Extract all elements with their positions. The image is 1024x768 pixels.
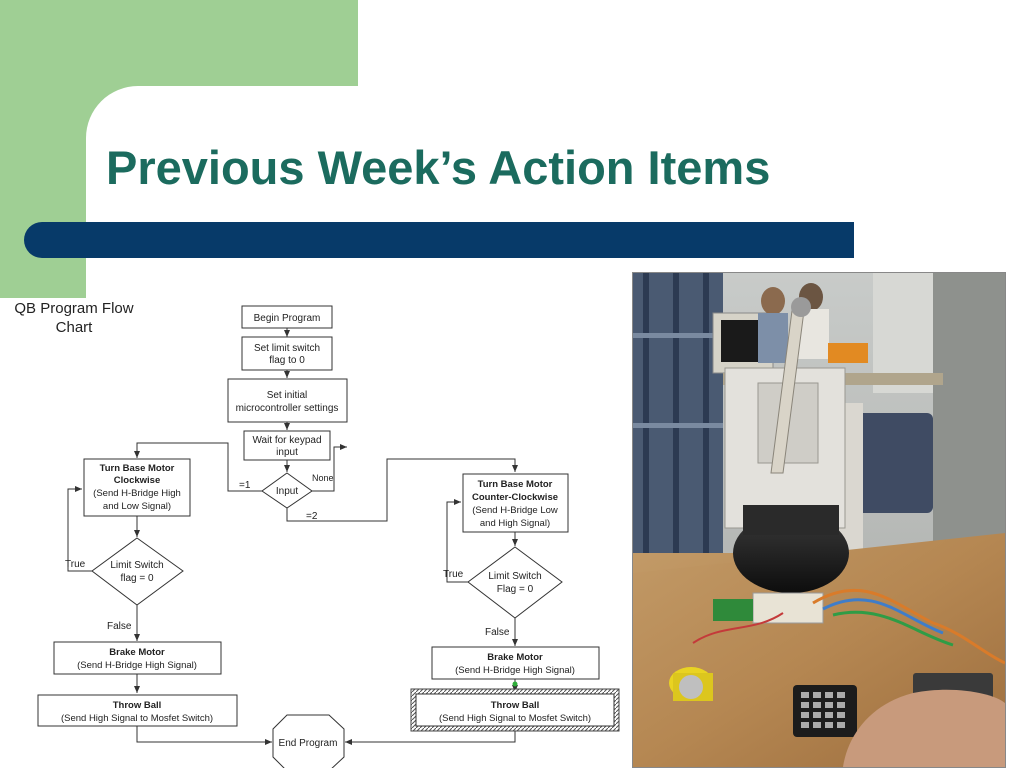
arrow-eq2-to-counterclockwise — [286, 458, 518, 522]
right-true-label: True — [443, 569, 464, 580]
right-limit-decision: Limit Switch Flag = 0 — [467, 546, 563, 619]
right-limit-line-1: Limit Switch — [488, 571, 541, 582]
right-turn-title-1: Turn Base Motor — [478, 479, 553, 490]
begin-program-node: Begin Program — [241, 305, 333, 329]
title-underline-bar — [24, 222, 854, 258]
left-brake-node: Brake Motor (Send H-Bridge High Signal) — [53, 641, 222, 675]
arrow-left-throw-to-end — [136, 726, 272, 745]
left-turn-motor-node: Turn Base Motor Clockwise (Send H-Bridge… — [83, 458, 191, 517]
input-text: Input — [276, 486, 298, 497]
right-brake-node: Brake Motor (Send H-Bridge High Signal) — [431, 646, 600, 680]
label-eq2: =2 — [306, 511, 318, 522]
arrow-right-true-loop — [446, 499, 468, 583]
slide-title: Previous Week’s Action Items — [106, 141, 771, 194]
label-none: None — [312, 473, 334, 483]
set-flag-line-2: flag to 0 — [269, 355, 305, 366]
left-turn-title-1: Turn Base Motor — [100, 463, 175, 474]
end-program-text: End Program — [279, 738, 338, 749]
init-settings-node: Set initial microcontroller settings — [227, 378, 348, 423]
right-throw-node: Throw Ball (Send High Signal to Mosfet S… — [410, 681, 620, 732]
left-turn-title-2: Clockwise — [114, 475, 160, 486]
right-limit-line-2: Flag = 0 — [497, 584, 534, 595]
set-flag-node: Set limit switch flag to 0 — [241, 336, 333, 371]
left-limit-line-2: flag = 0 — [120, 573, 154, 584]
begin-program-text: Begin Program — [254, 313, 321, 324]
arrow-eq1-to-clockwise — [134, 442, 262, 492]
left-throw-node: Throw Ball (Send High Signal to Mosfet S… — [37, 694, 238, 727]
right-throw-title: Throw Ball — [491, 700, 540, 711]
right-brake-title: Brake Motor — [487, 652, 543, 663]
right-false-label: False — [485, 627, 510, 638]
right-turn-title-2: Counter-Clockwise — [472, 492, 558, 503]
right-turn-motor-node: Turn Base Motor Counter-Clockwise (Send … — [462, 473, 569, 533]
program-flowchart: Begin Program Set limit switch flag to 0… — [37, 305, 620, 768]
arrow-left-true-loop — [67, 486, 92, 572]
left-throw-title: Throw Ball — [113, 700, 162, 711]
left-true-label: True — [65, 559, 86, 570]
init-line-1: Set initial — [267, 390, 308, 401]
left-turn-detail-1: (Send H-Bridge High — [93, 488, 181, 499]
left-limit-decision: Limit Switch flag = 0 — [91, 537, 184, 606]
right-brake-detail: (Send H-Bridge High Signal) — [455, 665, 575, 676]
set-flag-line-1: Set limit switch — [254, 343, 320, 354]
left-brake-title: Brake Motor — [109, 647, 165, 658]
right-turn-detail-1: (Send H-Bridge Low — [472, 505, 558, 516]
wait-line-1: Wait for keypad — [252, 435, 321, 446]
input-decision: Input — [261, 472, 313, 509]
flowchart-caption: QB Program Flow Chart — [14, 300, 134, 336]
wait-line-2: input — [276, 447, 298, 458]
right-throw-detail: (Send High Signal to Mosfet Switch) — [439, 713, 591, 724]
wait-keypad-node: Wait for keypad input — [243, 430, 331, 461]
arrow-none-loop — [312, 444, 347, 492]
arrow-right-throw-to-end — [345, 730, 516, 745]
right-turn-detail-2: and High Signal) — [480, 518, 550, 529]
left-brake-detail: (Send H-Bridge High Signal) — [77, 660, 197, 671]
left-turn-detail-2: and Low Signal) — [103, 501, 171, 512]
left-limit-line-1: Limit Switch — [110, 560, 163, 571]
init-line-2: microcontroller settings — [236, 403, 339, 414]
left-throw-detail: (Send High Signal to Mosfet Switch) — [61, 713, 213, 724]
left-false-label: False — [107, 621, 132, 632]
end-program-node: End Program — [272, 714, 345, 768]
selection-handle — [512, 681, 518, 687]
robot-lab-photo — [632, 272, 1006, 768]
label-eq1: =1 — [239, 480, 251, 491]
